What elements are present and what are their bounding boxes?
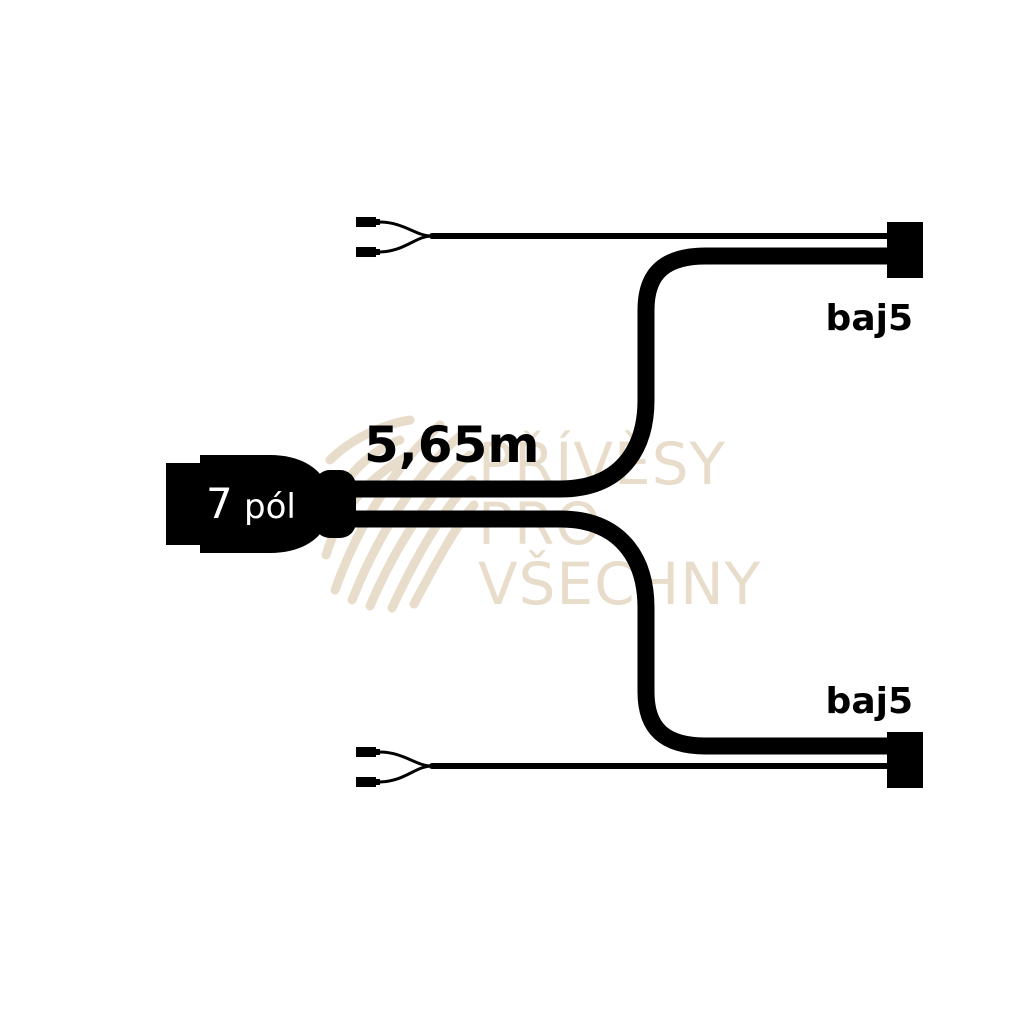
bottom-connector-body bbox=[887, 732, 923, 788]
watermark-line3: VŠECHNY bbox=[478, 549, 761, 618]
terminal-top-2 bbox=[356, 247, 376, 257]
plug-label-number: 7 bbox=[206, 479, 233, 528]
terminal-bottom-2 bbox=[356, 777, 376, 787]
connector-top-label: baj5 bbox=[826, 298, 913, 339]
main-cable-lower bbox=[350, 510, 888, 755]
seven-pin-plug bbox=[166, 455, 356, 553]
cable-length-label: 5,65m bbox=[364, 416, 539, 474]
plug-rear-flange bbox=[166, 463, 206, 545]
terminal-bottom-1 bbox=[356, 747, 376, 757]
main-cable-upper bbox=[350, 247, 888, 498]
top-side-wire bbox=[376, 220, 891, 254]
bottom-connector bbox=[887, 732, 923, 788]
top-wire-terminals bbox=[356, 217, 380, 257]
main-cables bbox=[350, 247, 888, 755]
top-connector-body bbox=[887, 222, 923, 278]
connector-bottom-label: baj5 bbox=[826, 681, 913, 722]
bottom-side-wire bbox=[376, 750, 891, 784]
plug-strain-relief bbox=[314, 470, 356, 538]
terminal-top-1 bbox=[356, 217, 376, 227]
bottom-wire-terminals bbox=[356, 747, 380, 787]
plug-body bbox=[200, 455, 324, 553]
top-connector bbox=[887, 222, 923, 278]
plug-label-unit: pól bbox=[244, 487, 296, 527]
